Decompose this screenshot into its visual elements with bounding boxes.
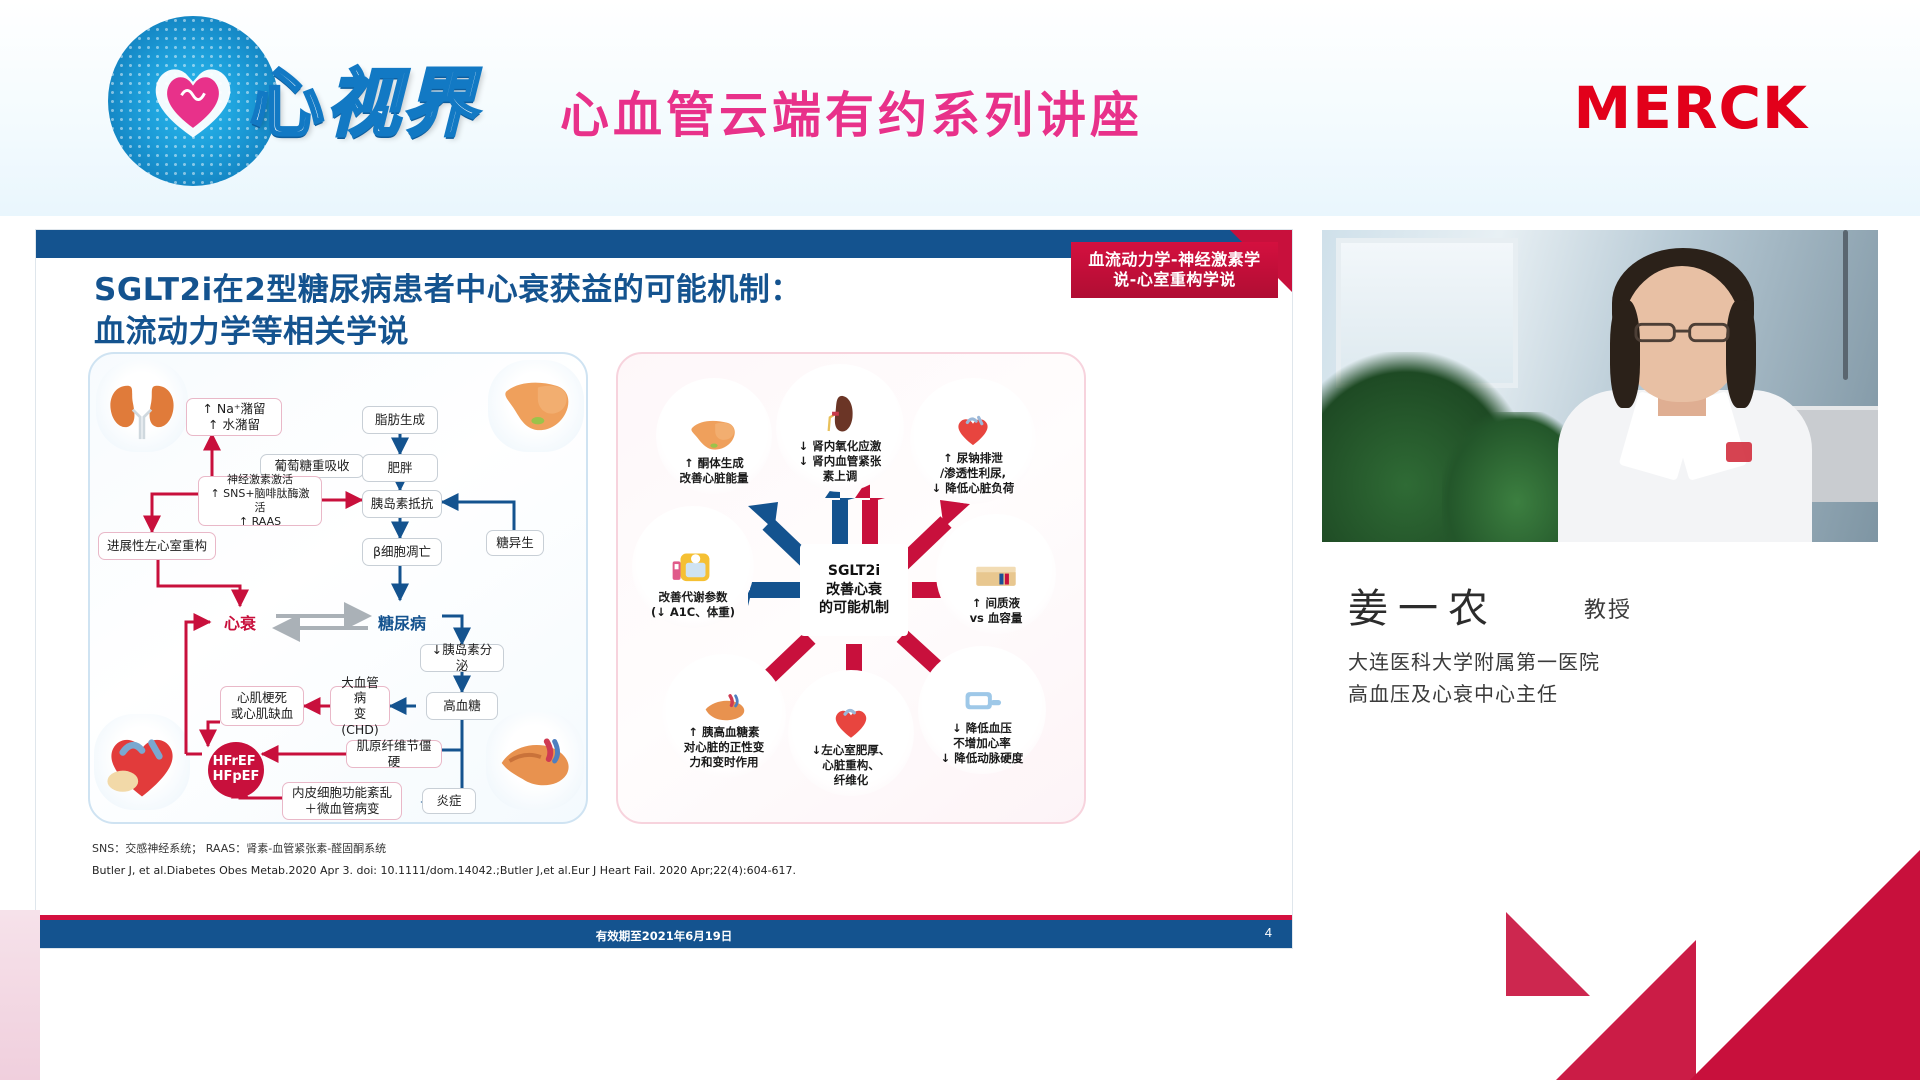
left-flow-panel: ↑ Na⁺潴留 ↑ 水潴留 葡萄糖重吸收 神经激素激活 ↑ SNS+脑啡肽酶激活… — [88, 352, 588, 824]
merck-brand-logo: MERCK — [1573, 74, 1808, 142]
mech-circle-glucagon: ↑ 胰高血糖素 对心脏的正性变 力和变时作用 — [662, 654, 786, 778]
slide-page-number: 4 — [1264, 925, 1272, 940]
mech-circle-natriuresis: ↑ 尿钠排泄 /渗透性利尿, ↓ 降低心脏负荷 — [910, 378, 1036, 504]
flow-box-hyperglycemia: 高血糖 — [426, 692, 498, 720]
mech-label-renal-oxidative: ↓ 肾内氧化应激 ↓ 肾内血管紧张 素上调 — [798, 439, 882, 484]
radial-arrows — [724, 476, 988, 714]
video-cable — [1843, 230, 1848, 380]
liver-icon — [505, 382, 569, 431]
flow-box-glucose-reabsorption: 葡萄糖重吸收 — [260, 454, 364, 478]
presentation-slide[interactable]: SGLT2i在2型糖尿病患者中心衰获益的可能机制： 血流动力学等相关学说 血流动… — [36, 230, 1292, 948]
speaker-name: 姜一农 — [1348, 586, 1498, 632]
heart-icon — [835, 709, 867, 738]
speaker-video-feed[interactable] — [1322, 230, 1878, 542]
slide-reference: Butler J, et al.Diabetes Obes Metab.2020… — [92, 864, 797, 877]
slide-pink-strip — [36, 915, 1292, 920]
mech-label-ketone: ↑ 酮体生成 改善心脏能量 — [679, 456, 749, 486]
decorative-left-strip — [0, 910, 40, 1080]
node-heart-failure: 心衰 — [224, 614, 257, 633]
pancreas-icon — [705, 694, 745, 721]
mech-circle-renal-oxidative: ↓ 肾内氧化应激 ↓ 肾内血管紧张 素上调 — [776, 364, 904, 492]
flow-box-na-retention: ↑ Na⁺潴留 ↑ 水潴留 — [186, 398, 282, 436]
slide-bottom-bar: 4 — [36, 920, 1292, 948]
slide-expiry-text: 有效期至2021年6月19日 — [595, 929, 733, 943]
mech-circle-interstitial: ↑ 间质液 vs 血容量 — [936, 514, 1056, 634]
mech-circle-blood-pressure: ↓ 降低血压 不增加心率 ↓ 降低动脉硬度 — [918, 646, 1046, 774]
mech-label-hypertrophy: ↓左心室肥厚、 心脏重构、 纤维化 — [811, 743, 891, 788]
hfref-hfpef-circle: HFrEF HFpEF — [208, 742, 264, 798]
mech-label-metabolic: 改善代谢参数 (↓ A1C、体重) — [651, 590, 735, 620]
mech-label-natriuresis: ↑ 尿钠排泄 /渗透性利尿, ↓ 降低心脏负荷 — [931, 451, 1015, 496]
flow-box-insulin-resistance: 胰岛素抵抗 — [362, 490, 442, 518]
heart-icon-left — [107, 739, 173, 797]
heart-kidney-logo-icon — [108, 16, 278, 186]
series-title: 心血管云端有约系列讲座 — [560, 87, 1144, 144]
flow-box-obesity: 肥胖 — [362, 454, 438, 482]
page-header: 心视界 心血管云端有约系列讲座 MERCK — [0, 0, 1920, 216]
kidney-organ-blob — [96, 360, 188, 452]
speaker-info-block: 姜一农 教授 大连医科大学附属第一医院 高血压及心衰中心主任 — [1322, 560, 1878, 810]
pancreas-organ-blob — [486, 712, 584, 810]
mech-label-interstitial: ↑ 间质液 vs 血容量 — [969, 596, 1023, 626]
slide-title: SGLT2i在2型糖尿病患者中心衰获益的可能机制： 血流动力学等相关学说 — [94, 272, 802, 350]
decorative-triangle-3 — [1506, 912, 1590, 996]
slide-topic-badge: 血流动力学-神经激素学 说-心室重构学说 — [1071, 242, 1278, 298]
flow-box-myofibril: 肌原纤维节僵硬 — [346, 738, 442, 769]
video-person-hair-right — [1726, 300, 1756, 408]
flow-box-insulin-secretion: ↓胰岛素分泌 — [420, 642, 504, 673]
decorative-triangle-1 — [1690, 850, 1920, 1080]
logo-word-italic: 视界 — [325, 60, 478, 149]
flow-box-beta-cell: β细胞凋亡 — [362, 538, 442, 566]
heart-icon — [958, 416, 988, 446]
node-diabetes: 糖尿病 — [378, 614, 427, 633]
heart-organ-blob-left — [94, 714, 190, 810]
kidney-icon — [827, 396, 853, 432]
video-person-hair-left — [1610, 300, 1640, 408]
brand-logo-text: 心视界 — [249, 44, 478, 151]
mech-circle-metabolic: 改善代谢参数 (↓ A1C、体重) — [632, 506, 754, 628]
slide-footnote: SNS：交感神经系统； RAAS：肾素-血管紧张素-醛固酮系统 — [92, 842, 387, 855]
mech-label-glucagon: ↑ 胰高血糖素 对心脏的正性变 力和变时作用 — [683, 725, 765, 770]
flow-box-mi-ischemia: 心肌梗死 或心肌缺血 — [220, 686, 304, 726]
liver-icon — [691, 420, 735, 450]
flow-box-inflammation: 炎症 — [422, 788, 476, 814]
flow-box-macrovascular: 大血管病 变(CHD) — [330, 675, 390, 737]
logo-word-main: 心 — [249, 60, 326, 149]
mech-circle-hypertrophy: ↓左心室肥厚、 心脏重构、 纤维化 — [788, 670, 914, 796]
mech-circle-ketone: ↑ 酮体生成 改善心脏能量 — [656, 378, 772, 494]
bp-monitor-icon — [965, 692, 1002, 710]
flow-box-lipogenesis: 脂肪生成 — [362, 406, 438, 434]
liver-organ-blob — [488, 360, 584, 452]
kidney-icon — [110, 385, 174, 440]
video-badge-logo — [1726, 442, 1752, 462]
fluid-icon — [976, 566, 1016, 586]
speaker-affiliation: 大连医科大学附属第一医院 高血压及心衰中心主任 — [1348, 650, 1600, 706]
mech-center-label: SGLT2i 改善心衰 的可能机制 — [800, 544, 908, 636]
glasses-icon — [1634, 322, 1730, 343]
pancreas-icon — [501, 738, 569, 786]
video-person-face — [1622, 266, 1742, 402]
flow-box-neurohormonal: 神经激素激活 ↑ SNS+脑啡肽酶激活 ↑ RAAS — [198, 473, 322, 528]
heart-glyph-icon — [155, 69, 231, 138]
flow-box-gluconeogenesis: 糖异生 — [486, 530, 544, 556]
mech-label-blood-pressure: ↓ 降低血压 不增加心率 ↓ 降低动脉硬度 — [940, 721, 1024, 766]
speaker-title: 教授 — [1584, 598, 1633, 623]
glucose-scale-icon — [672, 553, 710, 582]
left-flow-connectors — [143, 432, 516, 811]
flow-box-lv-remodeling: 进展性左心室重构 — [98, 532, 216, 560]
right-mechanism-panel: ↑ 酮体生成 改善心脏能量 ↓ 肾内氧化应激 ↓ 肾内血管紧张 素上调 ↑ 尿钠… — [616, 352, 1086, 824]
flow-box-endothelial: 内皮细胞功能紊乱 ＋微血管病变 — [282, 782, 402, 820]
